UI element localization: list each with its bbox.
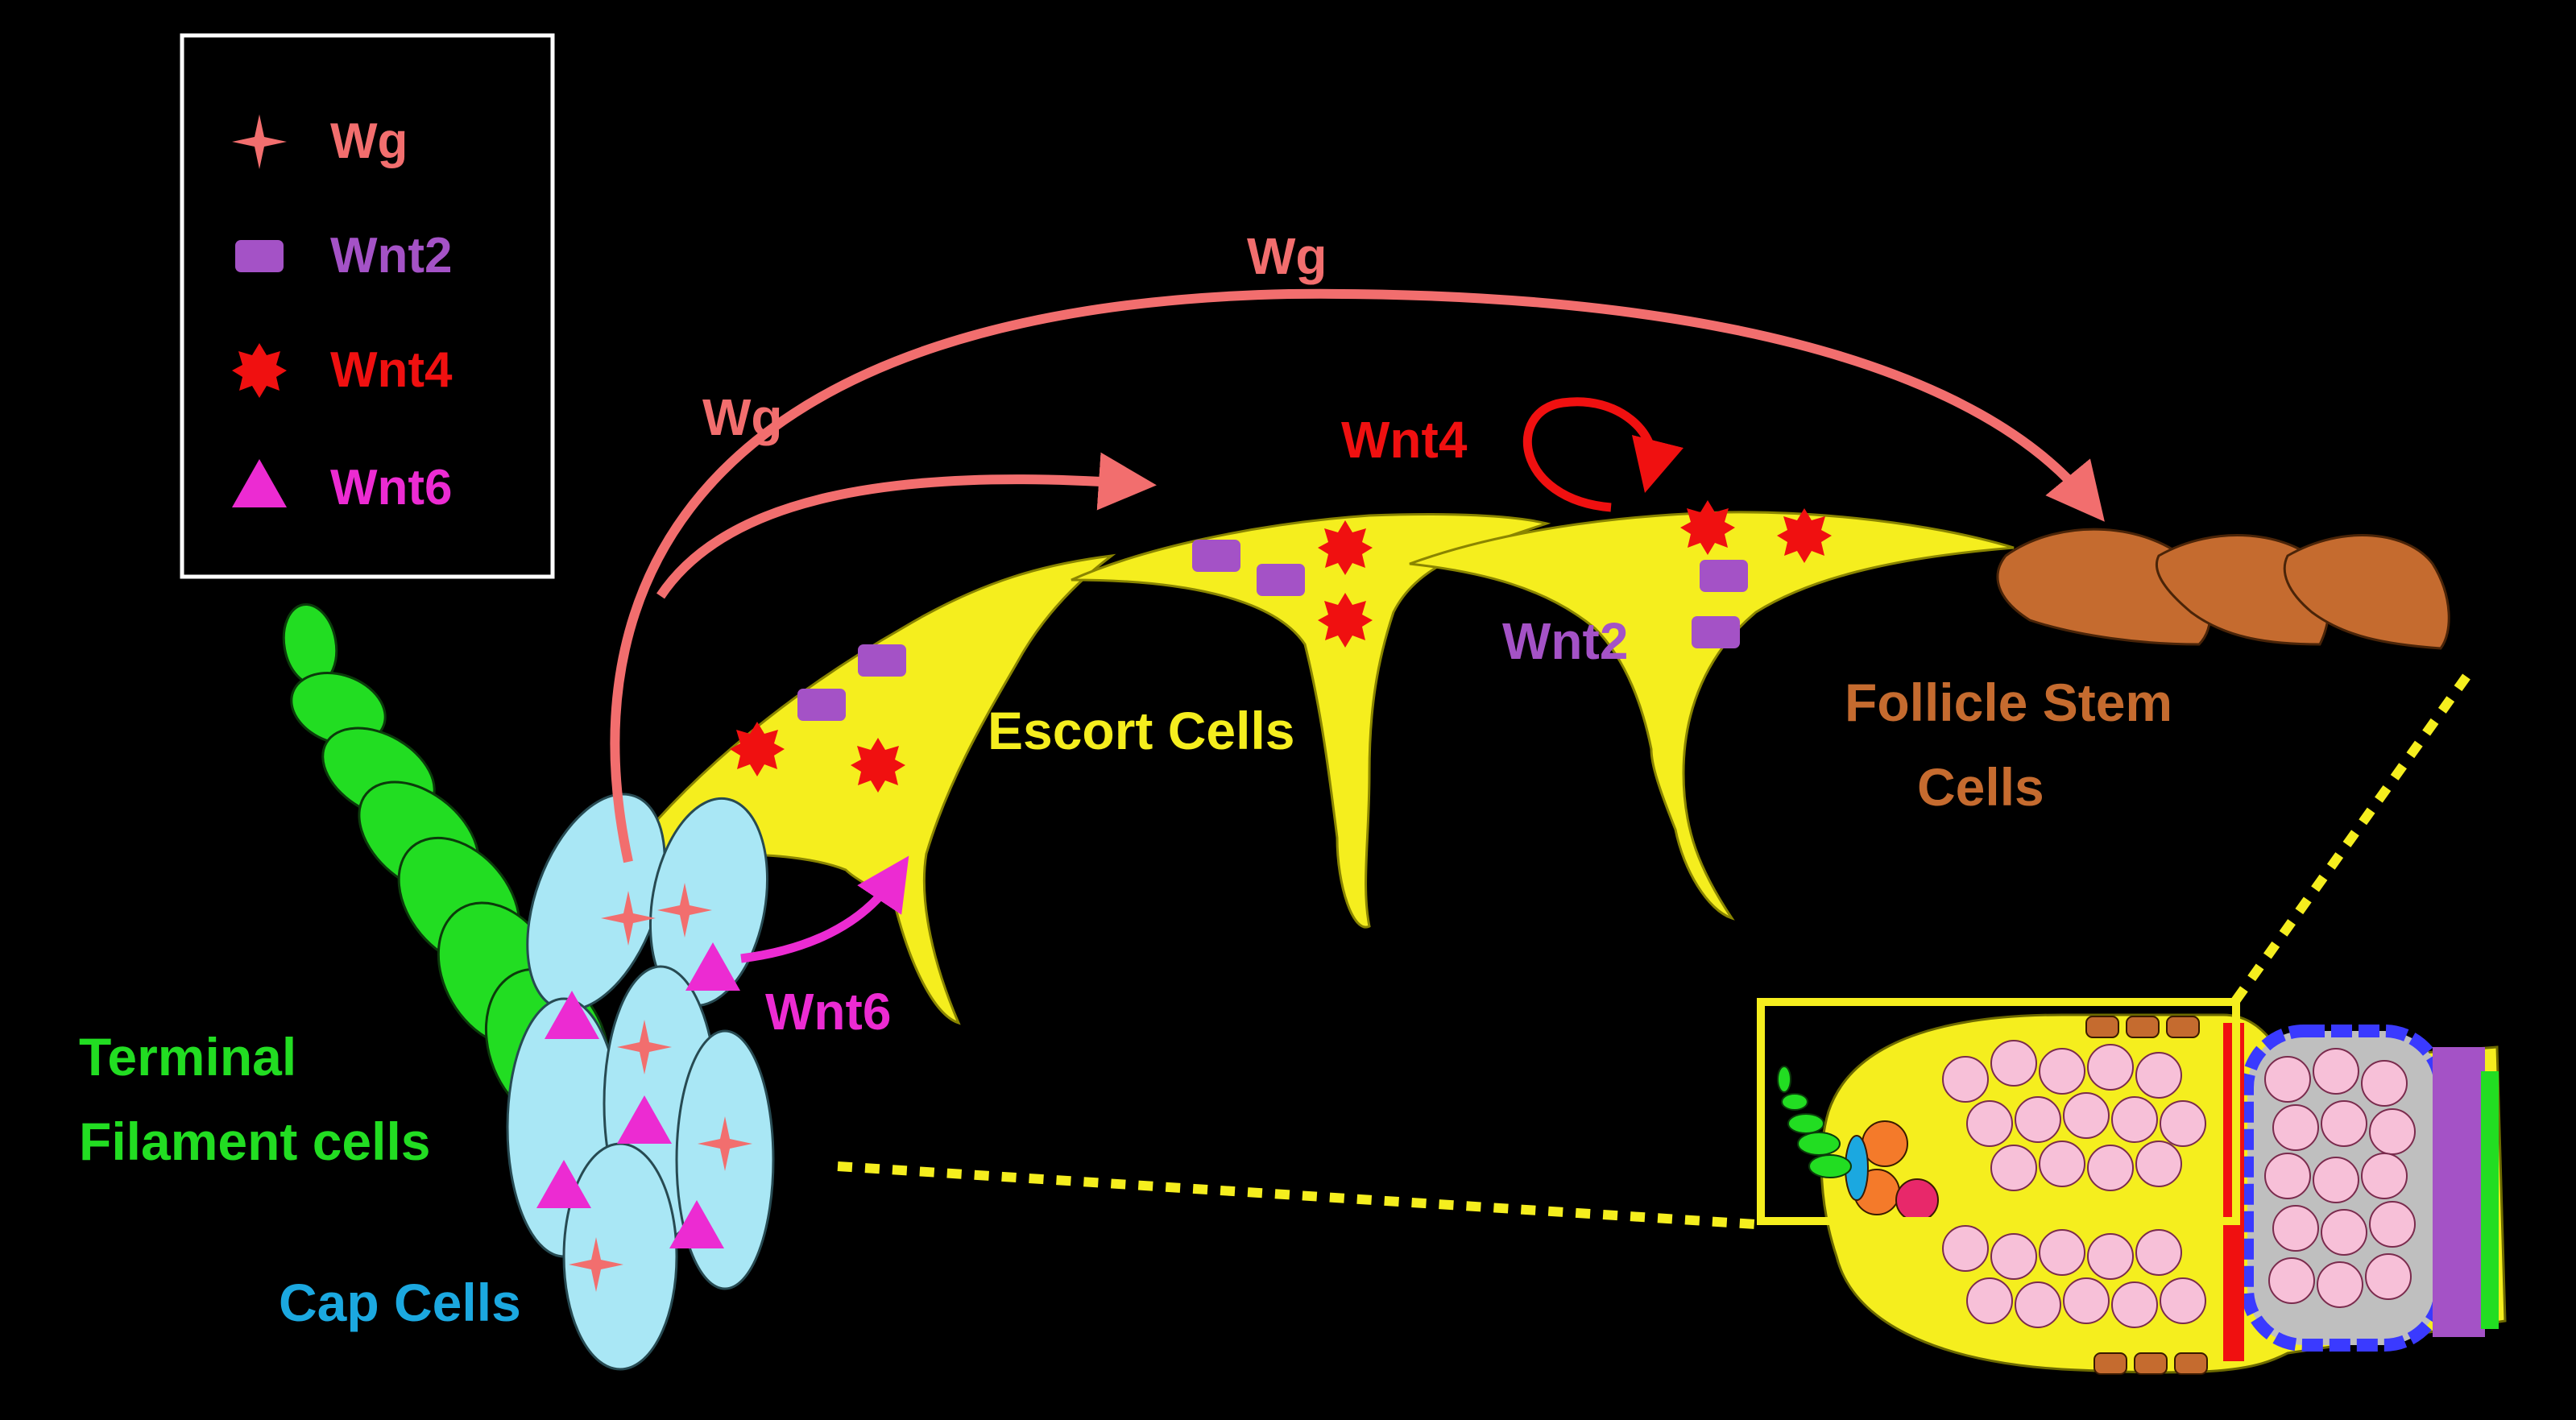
wnt6-arrow <box>740 855 909 963</box>
germarium-overview <box>1757 998 2507 1375</box>
germarium-front-cells <box>1845 1120 1939 1222</box>
escort-cells-label: Escort Cells <box>988 701 1295 760</box>
wnt2-marker-icon <box>797 689 846 721</box>
wg-short-range-arrow <box>656 452 1157 599</box>
germarium-follicle-cells <box>2085 1016 2208 1375</box>
wnt2-marker-icon <box>1257 564 1305 596</box>
wnt4-autocrine-arrow <box>1522 397 1684 512</box>
legend-label-wnt6: Wnt6 <box>330 460 453 515</box>
wnt2-marker-icon <box>1192 540 1240 572</box>
wnt2-marker-icon <box>1700 560 1748 592</box>
legend-item-wnt6: Wnt6 <box>232 459 453 515</box>
wnt2-marker-icon <box>1692 616 1740 648</box>
legend-border <box>180 33 555 579</box>
germarium-tf-stack <box>1777 1066 1852 1178</box>
wg-long-range-arrow <box>610 288 2105 863</box>
legend-label-wnt4: Wnt4 <box>330 342 453 398</box>
legend-label-wg: Wg <box>330 114 408 169</box>
cap-cells <box>506 793 775 1371</box>
germarium-germ-cells <box>1942 1040 2416 1328</box>
escort-cell-3 <box>1409 511 2015 921</box>
wg-long-range-label: Wg <box>1247 227 1327 285</box>
rounded-rectangle-icon <box>235 240 284 272</box>
follicle-stem-cell-3 <box>2283 534 2450 650</box>
wnt4-autocrine-label: Wnt4 <box>1341 411 1468 469</box>
follicle-stem-cells <box>1996 528 2450 650</box>
legend-item-wg: Wg <box>232 114 408 169</box>
escort-cells <box>625 511 2015 1025</box>
wnt2-marker-icon <box>858 644 906 677</box>
escort-cell-2 <box>1071 512 1551 929</box>
signal-arrows <box>610 288 2105 963</box>
follicle-stem-cells-label-line2: Cells <box>1917 757 2044 817</box>
terminal-filament-label-line2: Filament cells <box>79 1112 431 1171</box>
zoom-lines <box>837 673 2470 1229</box>
germarium-stalk <box>2433 1047 2485 1337</box>
escort-cell-1 <box>625 553 1116 1025</box>
follicle-stem-cells-label-line1: Follicle Stem <box>1845 673 2172 732</box>
terminal-filament-label-line1: Terminal <box>79 1027 296 1087</box>
cap-cells-label: Cap Cells <box>279 1273 521 1332</box>
wnt6-label: Wnt6 <box>765 983 891 1041</box>
legend-item-wnt4: Wnt4 <box>232 342 453 398</box>
legend-label-wnt2: Wnt2 <box>330 228 453 284</box>
legend: Wg Wnt2 Wnt4 Wnt6 <box>180 33 555 579</box>
germarium-stalk-edge <box>2481 1071 2499 1329</box>
zoom-region-box <box>1757 998 2240 1225</box>
legend-item-wnt2: Wnt2 <box>235 228 453 284</box>
wnt4-marker-icon <box>1680 500 1735 555</box>
wnt2-label: Wnt2 <box>1502 612 1628 670</box>
wg-short-range-label: Wg <box>702 388 783 446</box>
